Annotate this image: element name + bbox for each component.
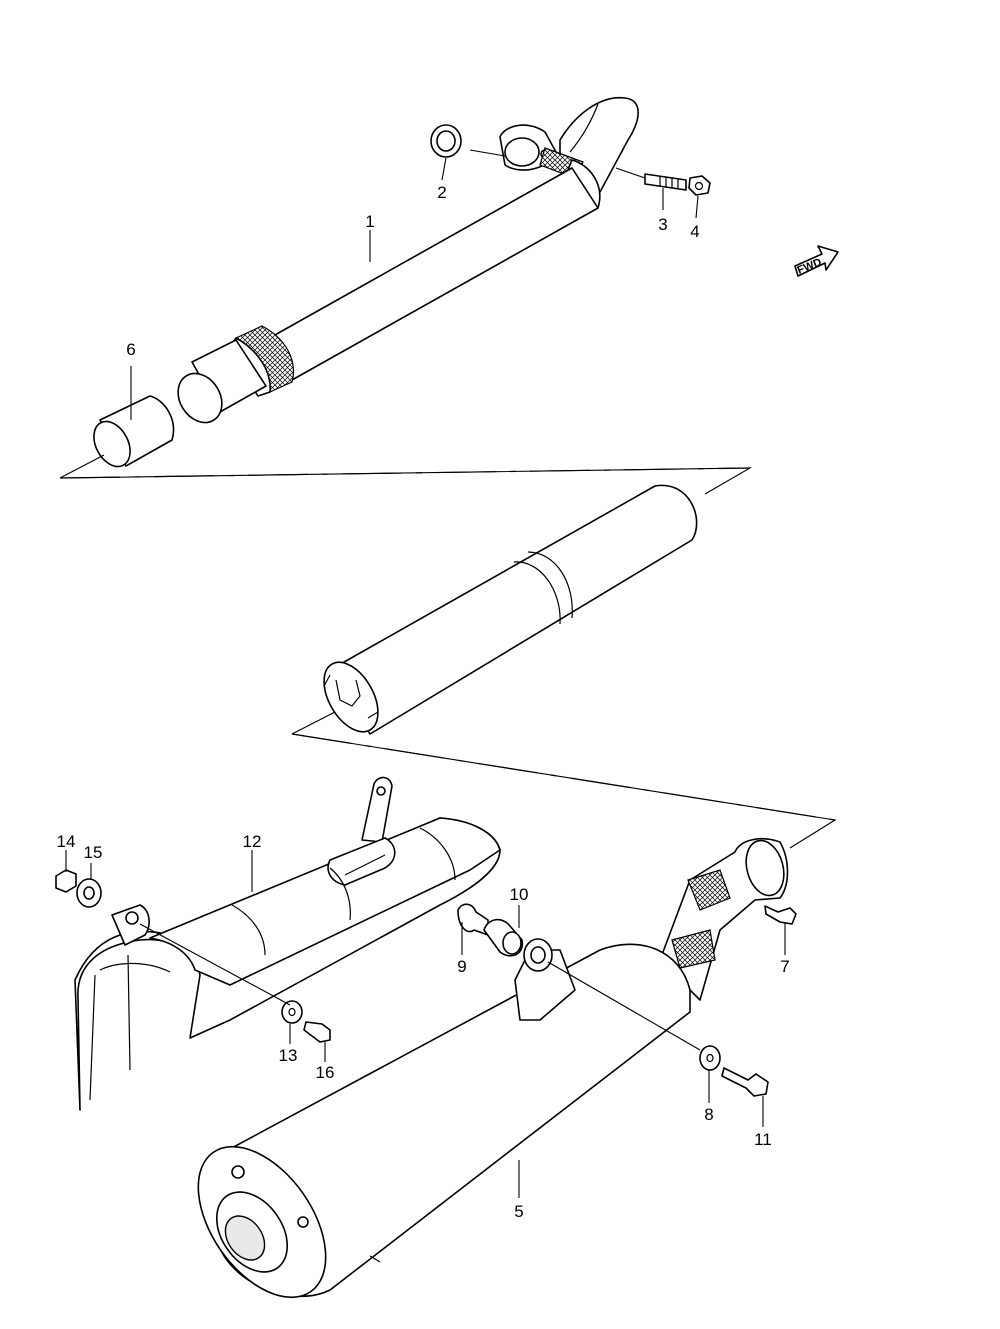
flange-nut [688,175,711,196]
muffler [197,838,789,1299]
callout-16: 16 [316,1063,335,1082]
bolt-11 [721,1067,769,1097]
callout-5: 5 [514,1202,523,1221]
callout-7: 7 [780,957,789,976]
heat-shield [74,776,501,1111]
callout-2: 2 [437,183,446,202]
callout-15: 15 [84,843,103,862]
leader-lines [65,149,786,1198]
callout-3: 3 [658,215,667,234]
callout-11: 11 [754,1130,772,1149]
mid-pipe [323,484,698,735]
gasket [430,124,462,158]
callout-4: 4 [690,222,699,241]
callout-8: 8 [704,1105,713,1124]
fwd-label: FWD [796,256,824,277]
callout-14: 14 [57,832,76,851]
callout-9: 9 [457,957,466,976]
header-pipe [177,96,639,424]
callout-6: 6 [126,340,135,359]
joint-sleeve [93,395,175,468]
hardware [55,869,797,1097]
fwd-arrow-icon: FWD [794,245,839,277]
callouts: 1 2 3 4 5 6 7 8 9 10 11 12 13 14 15 16 [57,183,790,1221]
bolt-7 [764,905,797,925]
callout-13: 13 [279,1046,298,1065]
washer-8 [699,1045,721,1071]
nut-14 [55,869,77,893]
callout-1: 1 [365,212,374,231]
washer-13 [281,1000,303,1024]
bolt-16 [303,1021,331,1043]
callout-10: 10 [510,885,529,904]
stud-bolt [644,173,687,191]
callout-12: 12 [243,832,262,851]
